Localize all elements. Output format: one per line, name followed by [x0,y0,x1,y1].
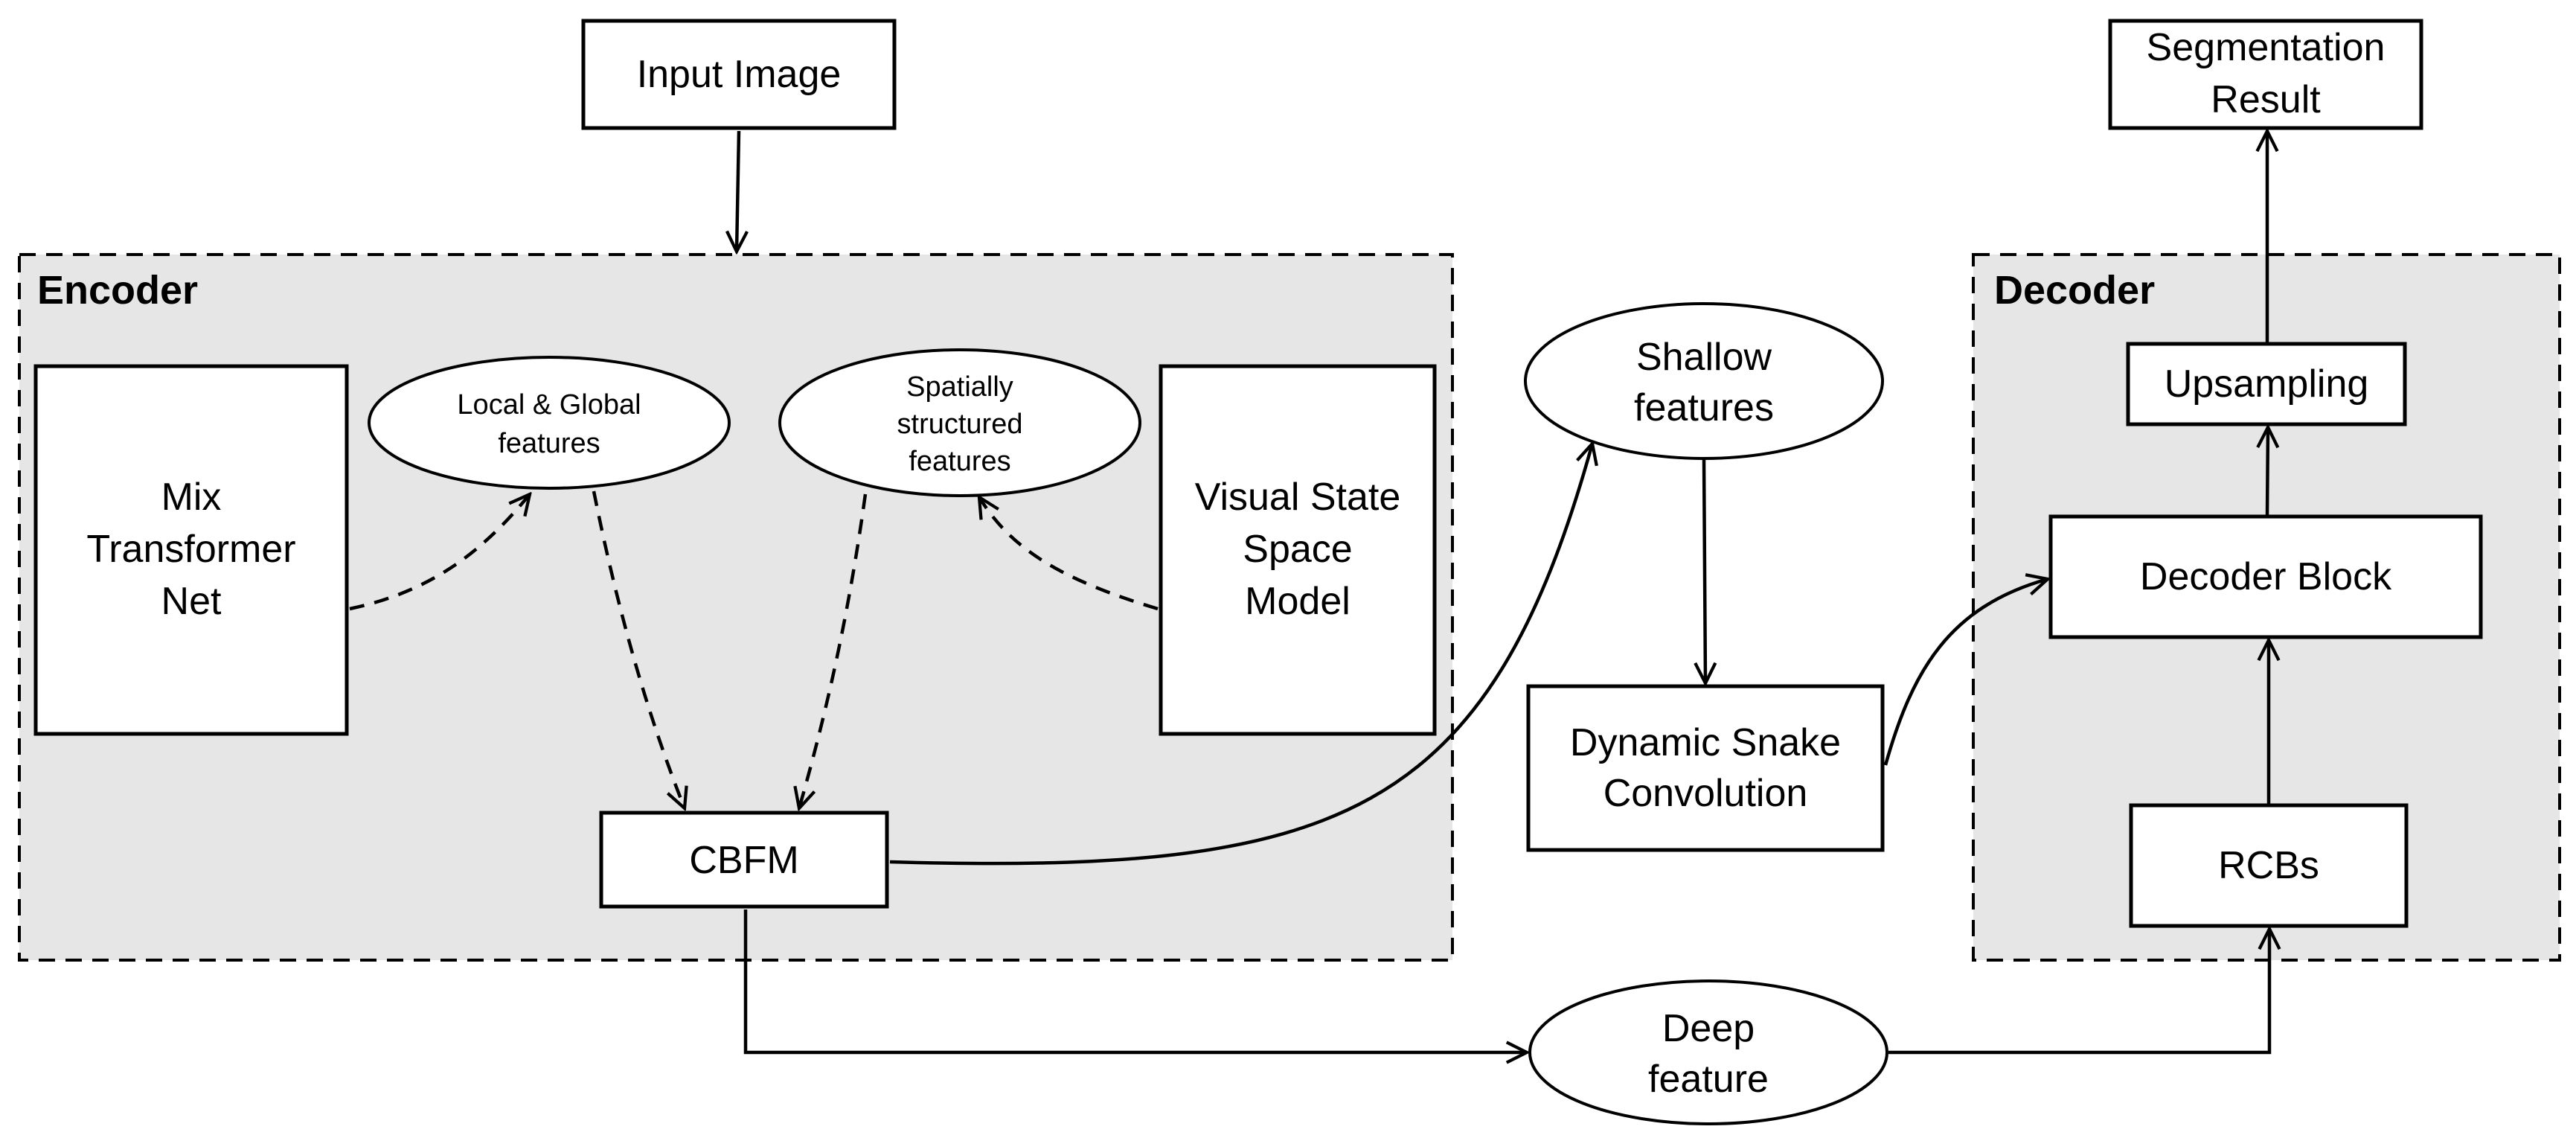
arrow-local-global-to-cbfm [592,490,685,808]
dsc-line-1: Dynamic Snake [1570,721,1841,764]
deep-feature-node: Deep feature [1528,979,1888,1125]
local-global-line-2: features [498,428,600,459]
mix-transformer-node: Mix Transformer Net [33,364,349,736]
connectors [349,130,2269,1055]
arrow-deep-to-rcbs [1888,929,2269,1055]
arrow-decoder-block-to-upsampling [2267,427,2268,516]
mix-transformer-line-1: Mix [161,476,222,519]
local-global-line-1: Local & Global [457,389,641,421]
arrow-vssm-to-spatial [979,497,1159,611]
cbfm-label: CBFM [689,839,798,882]
arrow-input-to-encoder [737,130,739,252]
vssm-node: Visual State Space Model [1159,364,1437,736]
dsc-line-2: Convolution [1603,772,1808,815]
segmentation-result-line-1: Segmentation [2147,26,2386,69]
shallow-features-node: Shallow features [1524,302,1884,460]
deep-line-2: feature [1648,1058,1769,1101]
shallow-line-1: Shallow [1636,336,1772,379]
arrow-spatial-to-cbfm [799,493,868,808]
spatial-line-2: structured [897,409,1023,440]
upsampling-node: Upsampling [2126,342,2407,426]
spatial-line-3: features [909,446,1010,477]
arrow-shallow-to-dsc [1704,459,1705,683]
rcbs-label: RCBs [2218,844,2319,887]
dynamic-snake-conv-node: Dynamic Snake Convolution [1526,684,1885,852]
arrow-cbfm-to-shallow [889,444,1592,866]
vssm-line-2: Space [1243,528,1352,571]
arrow-cbfm-to-deep [743,910,1527,1052]
vssm-line-1: Visual State [1195,476,1401,519]
arrow-dsc-to-decoder-block [1883,579,2048,766]
shallow-line-2: features [1634,386,1774,429]
decoder-block-node: Decoder Block [2048,514,2483,639]
spatial-line-1: Spatially [906,371,1013,403]
mix-transformer-line-3: Net [161,580,222,623]
arrow-mix-to-local-global [349,494,530,611]
local-global-features-node: Local & Global features [368,356,731,490]
rcbs-node: RCBs [2129,803,2409,928]
vssm-line-3: Model [1245,580,1351,623]
upsampling-label: Upsampling [2165,362,2369,406]
decoder-label: Decoder [1994,268,2155,313]
deep-line-1: Deep [1662,1007,1755,1050]
mix-transformer-line-2: Transformer [86,528,295,571]
cbfm-node: CBFM [599,811,889,909]
decoder-block-label: Decoder Block [2140,555,2392,598]
input-image-label: Input Image [637,53,842,96]
segmentation-result-line-2: Result [2211,78,2321,121]
spatial-features-node: Spatially structured features [778,348,1141,497]
encoder-label: Encoder [37,268,198,313]
input-image-node: Input Image [581,19,897,130]
segmentation-result-node: Segmentation Result [2108,19,2423,130]
